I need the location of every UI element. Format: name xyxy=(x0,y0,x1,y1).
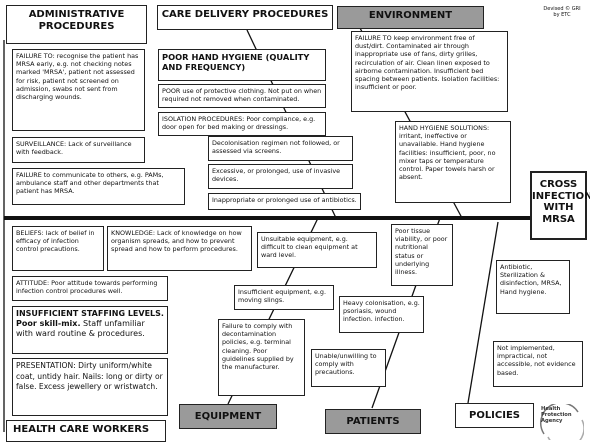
header-administrative-procedures: ADMINISTRATIVE PROCEDURES xyxy=(6,5,147,44)
equipment-unsuitable: Unsuitable equipment, e.g. difficult to … xyxy=(257,232,377,268)
policies-not-implemented: Not implemented, impractical, not access… xyxy=(493,341,583,387)
hpa-logo-text: Health Protection Agency xyxy=(541,406,572,424)
care-poor-hand-hygiene: POOR HAND HYGIENE (QUALITY AND FREQUENCY… xyxy=(158,49,326,81)
care-protective-clothing: POOR use of protective clothing. Not put… xyxy=(158,84,326,108)
care-decolonisation: Decolonisation regimen not followed, or … xyxy=(208,136,353,161)
environment-hand-hygiene-solutions: HAND HYGIENE SOLUTIONS: irritant, ineffe… xyxy=(395,121,511,203)
care-antibiotics: Inappropriate or prolonged use of antibi… xyxy=(208,193,361,210)
workers-attitude: ATTITUDE: Poor attitude towards performi… xyxy=(12,276,168,301)
policies-antibiotic: Antibiotic, Sterilization & disinfection… xyxy=(496,260,570,314)
admin-surveillance: SURVEILLANCE: Lack of surveillance with … xyxy=(12,137,145,163)
environment-failure-to-keep: FAILURE TO keep environment free of dust… xyxy=(351,31,508,112)
care-isolation-procedures: ISOLATION PROCEDURES: Poor compliance, e… xyxy=(158,112,326,136)
patients-tissue-viability: Poor tissue viability, or poor nutrition… xyxy=(391,224,453,286)
workers-presentation: PRESENTATION: Dirty uniform/white coat, … xyxy=(12,358,168,416)
patients-heavy-colonisation: Heavy colonisation, e.g. psoriasis, woun… xyxy=(339,296,424,333)
workers-unfamiliar: Staff unfamiliar with ward routine & pro… xyxy=(16,319,145,338)
header-equipment: EQUIPMENT xyxy=(179,404,277,429)
care-invasive-devices: Excessive, or prolonged, use of invasive… xyxy=(208,164,353,189)
patients-unable-unwilling: Unable/unwilling to comply with precauti… xyxy=(311,349,386,387)
workers-staffing: INSUFFICIENT STAFFING LEVELS. Poor skill… xyxy=(12,306,168,354)
header-care-delivery-procedures: CARE DELIVERY PROCEDURES xyxy=(157,5,333,30)
workers-skill-mix: Poor skill-mix. xyxy=(16,319,81,328)
header-patients: PATIENTS xyxy=(325,409,421,434)
bone-policies xyxy=(467,221,499,404)
workers-staffing-levels: INSUFFICIENT STAFFING LEVELS. xyxy=(16,309,164,318)
hpa-logo xyxy=(540,404,584,440)
devised-note: Devised © GRI by ETC xyxy=(538,4,586,27)
header-outcome-cross-infection-mrsa: CROSS INFECTION WITH MRSA xyxy=(530,171,590,240)
equipment-insufficient: Insufficient equipment, e.g. moving slin… xyxy=(234,285,334,310)
header-health-care-workers: HEALTH CARE WORKERS xyxy=(6,420,166,442)
admin-failure-to-communicate: FAILURE to communicate to others, e.g. P… xyxy=(12,168,185,205)
workers-beliefs: BELIEFS: lack of belief in efficacy of i… xyxy=(12,226,104,271)
admin-failure-to-recognise: FAILURE TO: recognise the patient has MR… xyxy=(12,49,145,131)
equipment-decontamination: Failure to comply with decontamination p… xyxy=(218,319,305,396)
header-environment: ENVIRONMENT xyxy=(337,6,484,29)
workers-knowledge: KNOWLEDGE: Lack of knowledge on how orga… xyxy=(107,226,252,271)
header-policies: POLICIES xyxy=(455,403,534,428)
